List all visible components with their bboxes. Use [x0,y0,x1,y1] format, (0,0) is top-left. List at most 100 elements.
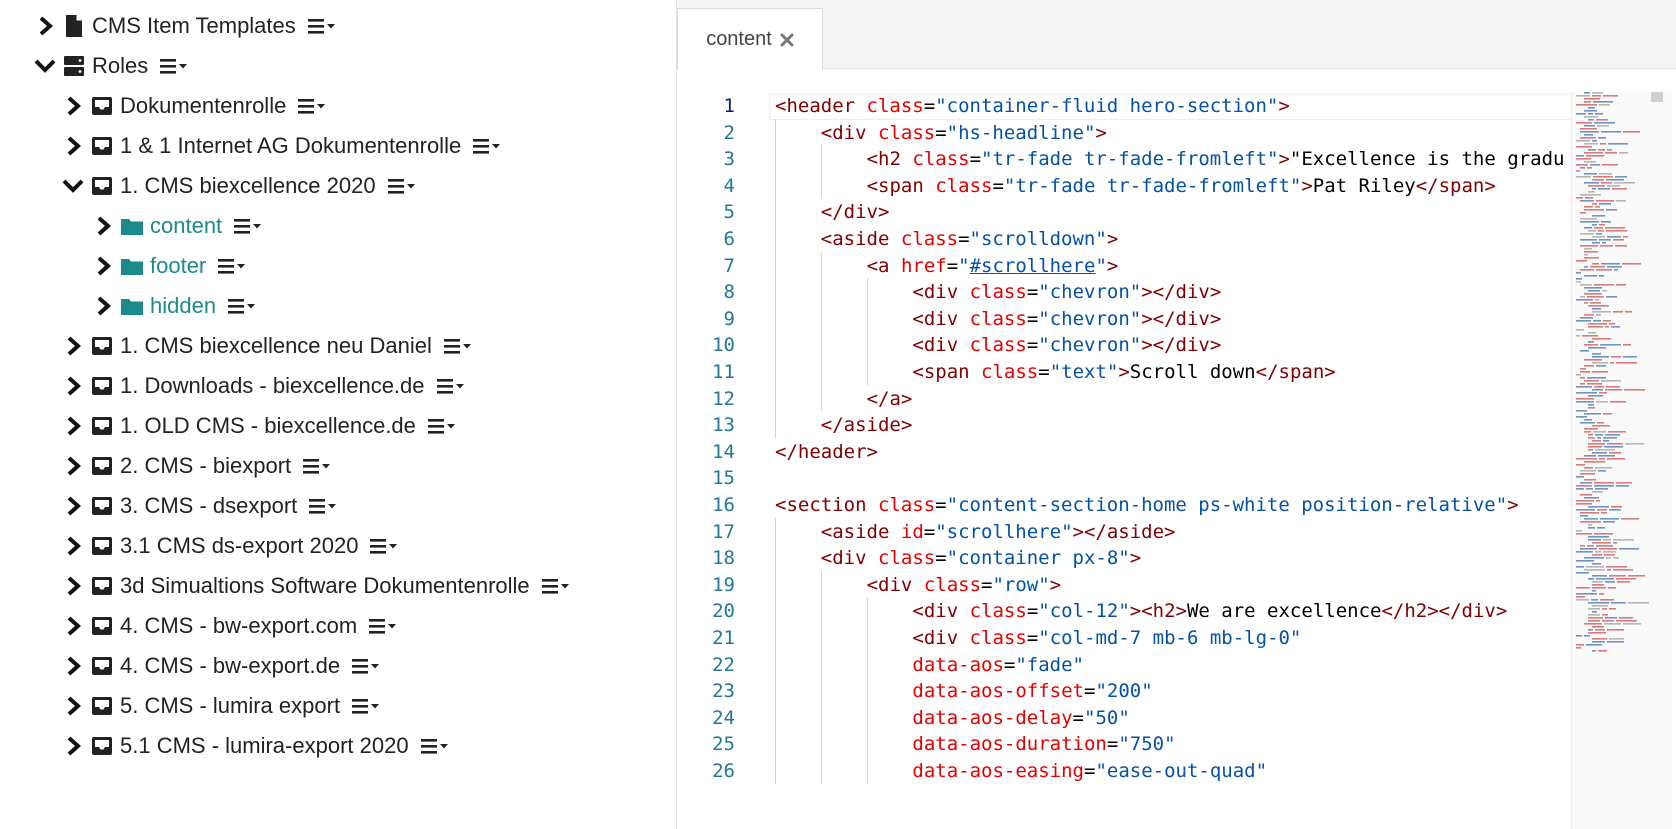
menu-dropdown-icon[interactable] [298,96,326,116]
menu-dropdown-icon[interactable] [352,696,380,716]
menu-dropdown-icon[interactable] [352,656,380,676]
minimap-line [1607,458,1625,460]
tree-item[interactable]: 2. CMS - biexport [60,446,331,486]
code-line[interactable]: 13</aside> [677,411,1573,439]
tree-item[interactable]: 1. OLD CMS - biexcellence.de [60,406,456,446]
code-line[interactable]: 5</div> [677,198,1573,226]
tree-item[interactable]: 1. CMS biexcellence neu Daniel [60,326,472,366]
tree-item[interactable]: footer [90,246,246,286]
menu-dropdown-icon[interactable] [234,216,262,236]
code-line[interactable]: 21<div class="col-md-7 mb-6 mb-lg-0" [677,624,1573,652]
tree-item[interactable]: 3. CMS - dsexport [60,486,337,526]
tree-item[interactable]: 4. CMS - bw-export.de [60,646,380,686]
tree-item[interactable]: Dokumentenrolle [60,86,326,126]
tree-item[interactable]: 5. CMS - lumira export [60,686,380,726]
menu-dropdown-icon[interactable] [541,576,570,596]
chevron-right-icon[interactable] [60,411,86,441]
menu-dropdown-icon[interactable] [443,336,472,356]
code-line[interactable]: 8<div class="chevron"></div> [677,278,1573,306]
minimap-line [1580,473,1595,475]
tree-item[interactable]: 5.1 CMS - lumira-export 2020 [60,726,449,766]
tree-item[interactable]: 4. CMS - bw-export.com [60,606,397,646]
minimap[interactable] [1571,92,1672,829]
tree-item[interactable]: 3d Simualtions Software Dokumentenrolle [60,566,570,606]
chevron-right-icon[interactable] [60,91,86,121]
chevron-right-icon[interactable] [60,611,86,641]
tree-item[interactable]: 1 & 1 Internet AG Dokumentenrolle [60,126,501,166]
tree-item[interactable]: 3.1 CMS ds-export 2020 [60,526,398,566]
tree-item[interactable]: content [90,206,262,246]
menu-dropdown-icon[interactable] [387,176,416,196]
code-line[interactable]: 7<a href="#scrollhere"> [677,251,1573,280]
tree-item[interactable]: Roles [32,46,188,86]
chevron-down-icon[interactable] [32,51,58,81]
menu-dropdown-icon[interactable] [436,376,465,396]
minimap-line [1602,242,1606,244]
code-line[interactable]: 1<header class="container-fluid hero-sec… [677,92,1573,120]
chevron-right-icon[interactable] [60,531,86,561]
menu-dropdown-icon[interactable] [309,496,337,516]
code-line[interactable]: 11<span class="text">Scroll down</span> [677,358,1573,386]
code-line[interactable]: 12</a> [677,384,1573,413]
code-token: <div [912,627,959,649]
code-line[interactable]: 19<div class="row"> [677,570,1573,599]
code-line[interactable]: 10<div class="chevron"></div> [677,331,1573,359]
code-line[interactable]: 4<span class="tr-fade tr-fade-fromleft">… [677,171,1573,200]
chevron-down-icon[interactable] [60,171,86,201]
code-token[interactable]: #scrollhere [969,254,1096,277]
menu-dropdown-icon[interactable] [228,296,256,316]
chevron-right-icon[interactable] [60,731,86,761]
chevron-right-icon[interactable] [90,251,116,281]
code-line[interactable]: 17<aside id="scrollhere"></aside> [677,517,1573,546]
chevron-right-icon[interactable] [60,131,86,161]
line-number: 11 [712,361,735,383]
chevron-right-icon[interactable] [60,491,86,521]
menu-dropdown-icon[interactable] [369,616,397,636]
code-line[interactable]: 9<div class="chevron"></div> [677,304,1573,333]
chevron-right-icon[interactable] [60,371,86,401]
menu-dropdown-icon[interactable] [303,456,331,476]
close-icon[interactable] [780,33,794,47]
tab-content[interactable]: content [677,8,823,70]
chevron-right-icon[interactable] [60,691,86,721]
tree-item[interactable]: CMS Item Templates [32,6,336,46]
minimap-line [1580,233,1594,235]
tree-item[interactable]: 1. Downloads - biexcellence.de [60,366,465,406]
minimap-line [1596,578,1614,580]
menu-dropdown-icon[interactable] [218,256,246,276]
code-line[interactable]: 14</header> [677,438,1573,466]
tree-item[interactable]: 1. CMS biexcellence 2020 [60,166,416,206]
minimap-line [1602,164,1618,166]
code-line[interactable]: 20<div class="col-12"><h2>We are excelle… [677,597,1573,625]
code-line[interactable]: 6<aside class="scrolldown"> [677,225,1573,253]
chevron-right-icon[interactable] [90,211,116,241]
scrollbar-thumb[interactable] [1651,92,1663,102]
chevron-right-icon[interactable] [32,11,58,41]
menu-dropdown-icon[interactable] [307,16,336,36]
code-line[interactable]: 2<div class="hs-headline"> [677,118,1573,147]
menu-dropdown-icon[interactable] [160,56,188,76]
code-text: data-aos-duration="750" [912,730,1175,758]
tree-item-label: 4. CMS - bw-export.de [120,653,341,678]
menu-dropdown-icon[interactable] [370,536,398,556]
chevron-right-icon[interactable] [60,451,86,481]
chevron-right-icon[interactable] [90,291,116,321]
code-line[interactable]: 15 [677,464,1573,492]
chevron-right-icon[interactable] [60,571,86,601]
chevron-right-icon[interactable] [60,331,86,361]
code-line[interactable]: 16<section class="content-section-home p… [677,491,1573,519]
code-area[interactable]: 1<header class="container-fluid hero-sec… [677,92,1573,829]
menu-dropdown-icon[interactable] [473,136,501,156]
code-line[interactable]: 18<div class="container px-8"> [677,544,1573,572]
minimap-line [1614,269,1618,271]
tree-item[interactable]: hidden [90,286,256,326]
menu-dropdown-icon[interactable] [420,736,449,756]
chevron-right-icon[interactable] [60,651,86,681]
code-line[interactable]: 3<h2 class="tr-fade tr-fade-fromleft">"E… [677,145,1573,173]
menu-dropdown-icon[interactable] [427,416,456,436]
